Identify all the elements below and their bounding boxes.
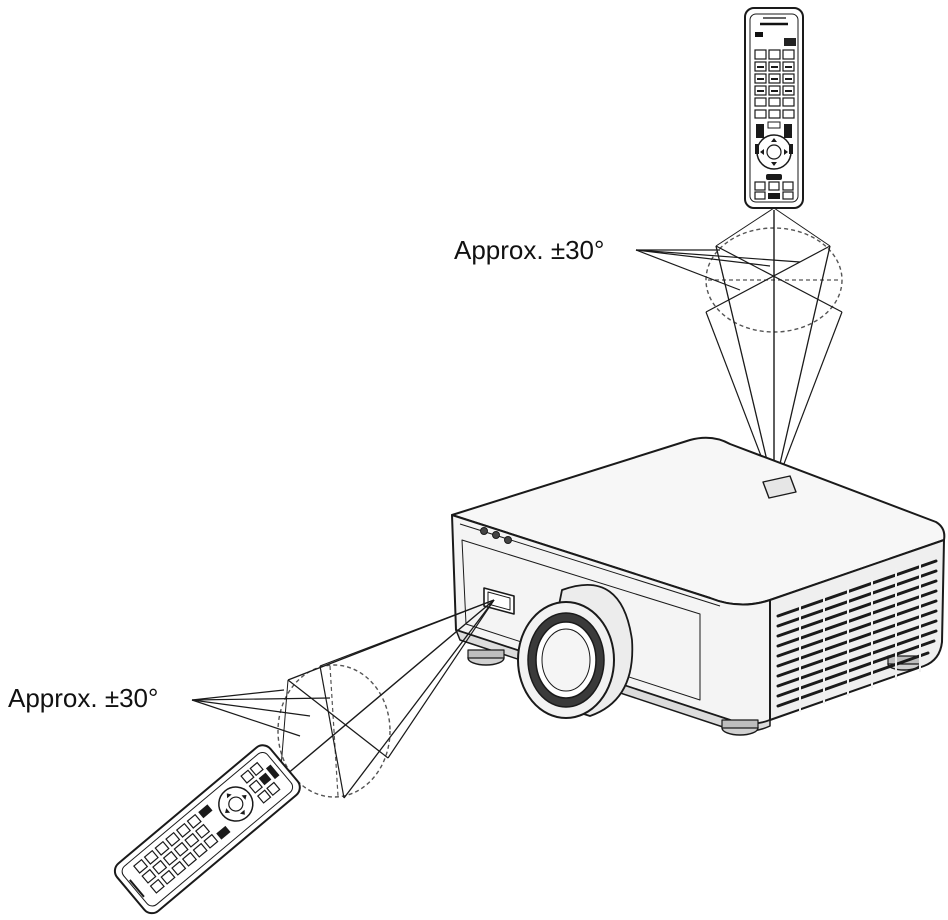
- side-vent-dividers: [799, 560, 921, 712]
- side-vent: [776, 559, 938, 708]
- projector: [451, 436, 946, 736]
- front-label-leaders: [191, 689, 331, 737]
- top-label-leaders: [635, 249, 801, 291]
- remote-control-front: [113, 744, 301, 915]
- top-angle-label: Approx. ±30°: [454, 235, 605, 265]
- front-ir-range-cone: [277, 599, 495, 799]
- remote-control-top: [744, 7, 804, 209]
- front-angle-label: Approx. ±30°: [8, 683, 159, 713]
